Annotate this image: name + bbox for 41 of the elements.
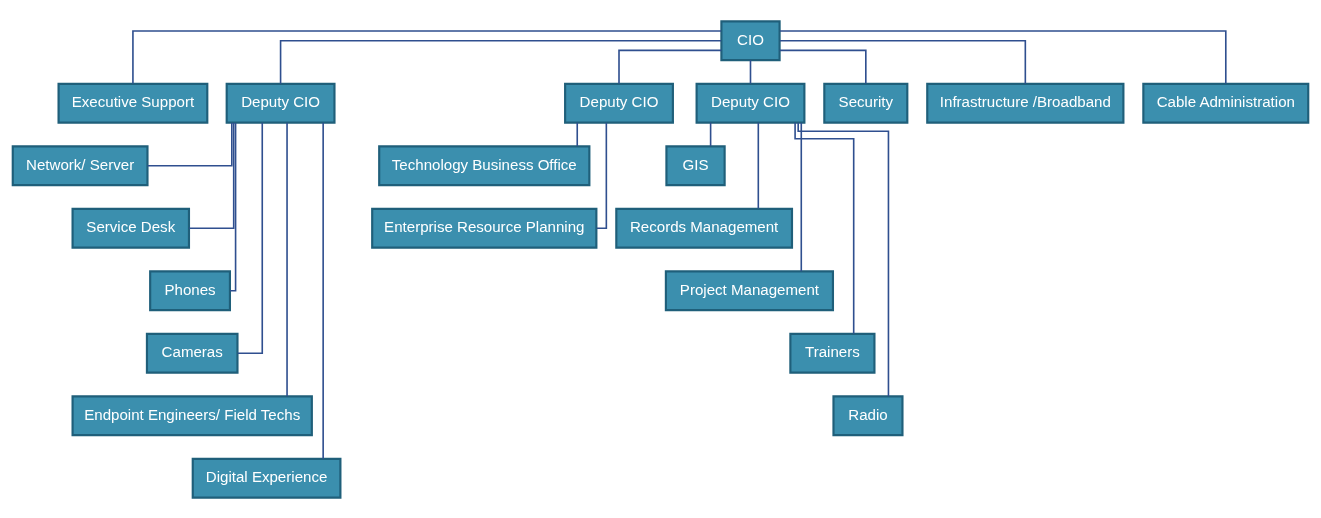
connector	[797, 121, 890, 397]
connector	[279, 39, 722, 85]
connector	[188, 121, 235, 229]
node-box: Enterprise Resource Planning	[371, 207, 598, 249]
node-box: Security	[823, 82, 909, 124]
node-box: Deputy CIO	[695, 82, 806, 124]
node-box: Infrastructure /Broadband	[926, 82, 1125, 124]
node-box: Endpoint Engineers/ Field Techs	[71, 394, 313, 436]
node-box: Service Desk	[71, 207, 191, 249]
connector	[709, 121, 712, 147]
node-box: Trainers	[789, 332, 876, 374]
node-box: Executive Support	[57, 82, 209, 124]
node-box: Records Management	[615, 207, 794, 249]
node-box: Digital Experience	[191, 457, 342, 499]
connector	[778, 49, 867, 84]
connector	[576, 121, 579, 147]
node-box: CIO	[720, 19, 781, 61]
connector	[236, 121, 264, 354]
connector	[322, 121, 324, 460]
connector	[800, 121, 803, 272]
node-box: Radio	[832, 394, 904, 436]
node-box: Technology Business Office	[378, 144, 591, 186]
connector	[618, 49, 723, 84]
connector	[595, 121, 608, 229]
connector	[757, 121, 760, 209]
node-box: GIS	[665, 144, 726, 186]
connector	[779, 39, 1027, 85]
connector	[779, 29, 1227, 84]
node-box: Phones	[149, 269, 231, 311]
connector	[749, 58, 752, 84]
node-box: Cable Administration	[1142, 82, 1310, 124]
connector	[286, 121, 288, 397]
node-box: Cameras	[145, 332, 239, 374]
connector	[229, 121, 237, 292]
node-box: Project Management	[664, 269, 835, 311]
node-box: Network/ Server	[11, 144, 149, 186]
node-box: Deputy CIO	[225, 82, 336, 124]
connector	[794, 121, 855, 335]
node-box: Deputy CIO	[564, 82, 674, 124]
connector	[146, 121, 233, 167]
connector	[132, 29, 722, 84]
